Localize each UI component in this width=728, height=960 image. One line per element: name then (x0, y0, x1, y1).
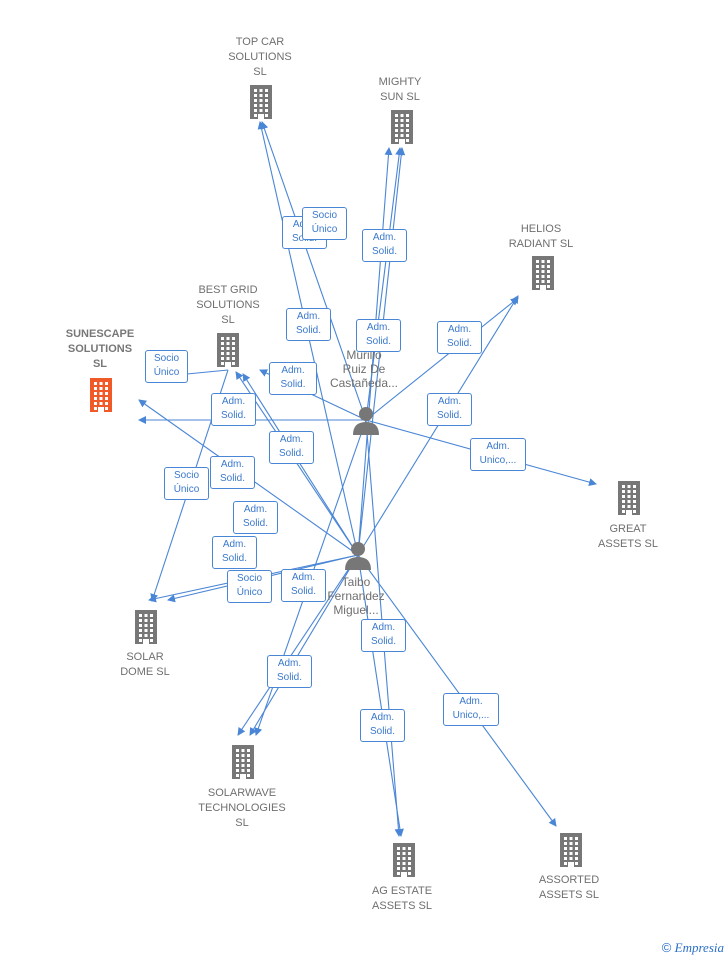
company-label[interactable]: BEST GRID SOLUTIONS SL (196, 284, 260, 326)
company-label[interactable]: ASSORTED ASSETS SL (538, 874, 600, 901)
person-label[interactable]: Murillo Ruiz De Castañeda... (329, 348, 399, 390)
edge-line (357, 554, 404, 837)
building-icon[interactable] (87, 378, 115, 417)
building-icon[interactable] (529, 256, 557, 295)
edge-label: Adm. Solid. (211, 393, 256, 426)
edge-label: Adm. Solid. (437, 321, 482, 354)
edge-line (242, 373, 359, 556)
building-icon[interactable] (247, 85, 275, 124)
edge-line (365, 297, 519, 421)
edge-label: Socio Único (164, 467, 209, 500)
company-label[interactable]: TOP CAR SOLUTIONS SL (228, 36, 292, 78)
edge-label: Adm. Unico,... (443, 693, 499, 726)
edge-line (357, 554, 557, 827)
edge-label: Socio Único (302, 207, 347, 240)
company-label[interactable]: SUNESCAPE SOLUTIONS SL (65, 328, 135, 370)
edge-label: Adm. Solid. (361, 619, 406, 652)
edge-line (249, 554, 359, 736)
company-label[interactable]: MIGHTY SUN SL (378, 76, 422, 103)
company-label[interactable]: SOLARWAVE TECHNOLOGIES SL (198, 787, 286, 829)
edge-line (260, 121, 367, 421)
edge-label: Adm. Solid. (210, 456, 255, 489)
brand-name: Empresia (674, 940, 724, 955)
edge-label: Adm. Solid. (356, 319, 401, 352)
edge-label: Adm. Solid. (427, 393, 472, 426)
edge-label: Adm. Solid. (212, 536, 257, 569)
edge-line (237, 554, 359, 736)
building-icon[interactable] (615, 481, 643, 520)
company-label[interactable]: HELIOS RADIANT SL (508, 223, 574, 250)
edge-label: Adm. Solid. (269, 431, 314, 464)
building-icon[interactable] (388, 110, 416, 149)
edge-label: Adm. Solid. (267, 655, 312, 688)
person-icon[interactable] (343, 540, 373, 575)
edge-label: Adm. Solid. (281, 569, 326, 602)
person-icon[interactable] (351, 405, 381, 440)
edge-line (365, 147, 404, 421)
edge-label: Adm. Unico,... (470, 438, 526, 471)
footer-brand[interactable]: © Empresia (662, 940, 724, 956)
company-label[interactable]: GREAT ASSETS SL (598, 523, 658, 550)
person-label[interactable]: Taibo Fernandez Miguel... (327, 575, 385, 617)
edge-label: Adm. Solid. (286, 308, 331, 341)
building-icon[interactable] (229, 745, 257, 784)
edge-label: Adm. Solid. (269, 362, 317, 395)
edge-label: Socio Único (227, 570, 272, 603)
edge-label: Adm. Solid. (360, 709, 405, 742)
company-label[interactable]: SOLAR DOME SL (120, 651, 170, 678)
edge-label: Socio Único (145, 350, 188, 383)
company-label[interactable]: AG ESTATE ASSETS SL (371, 885, 433, 912)
building-icon[interactable] (132, 610, 160, 649)
building-icon[interactable] (214, 333, 242, 372)
edge-label: Adm. Solid. (362, 229, 407, 262)
building-icon[interactable] (390, 843, 418, 882)
edge-label: Adm. Solid. (233, 501, 278, 534)
copyright-icon: © (661, 940, 672, 955)
building-icon[interactable] (557, 833, 585, 872)
